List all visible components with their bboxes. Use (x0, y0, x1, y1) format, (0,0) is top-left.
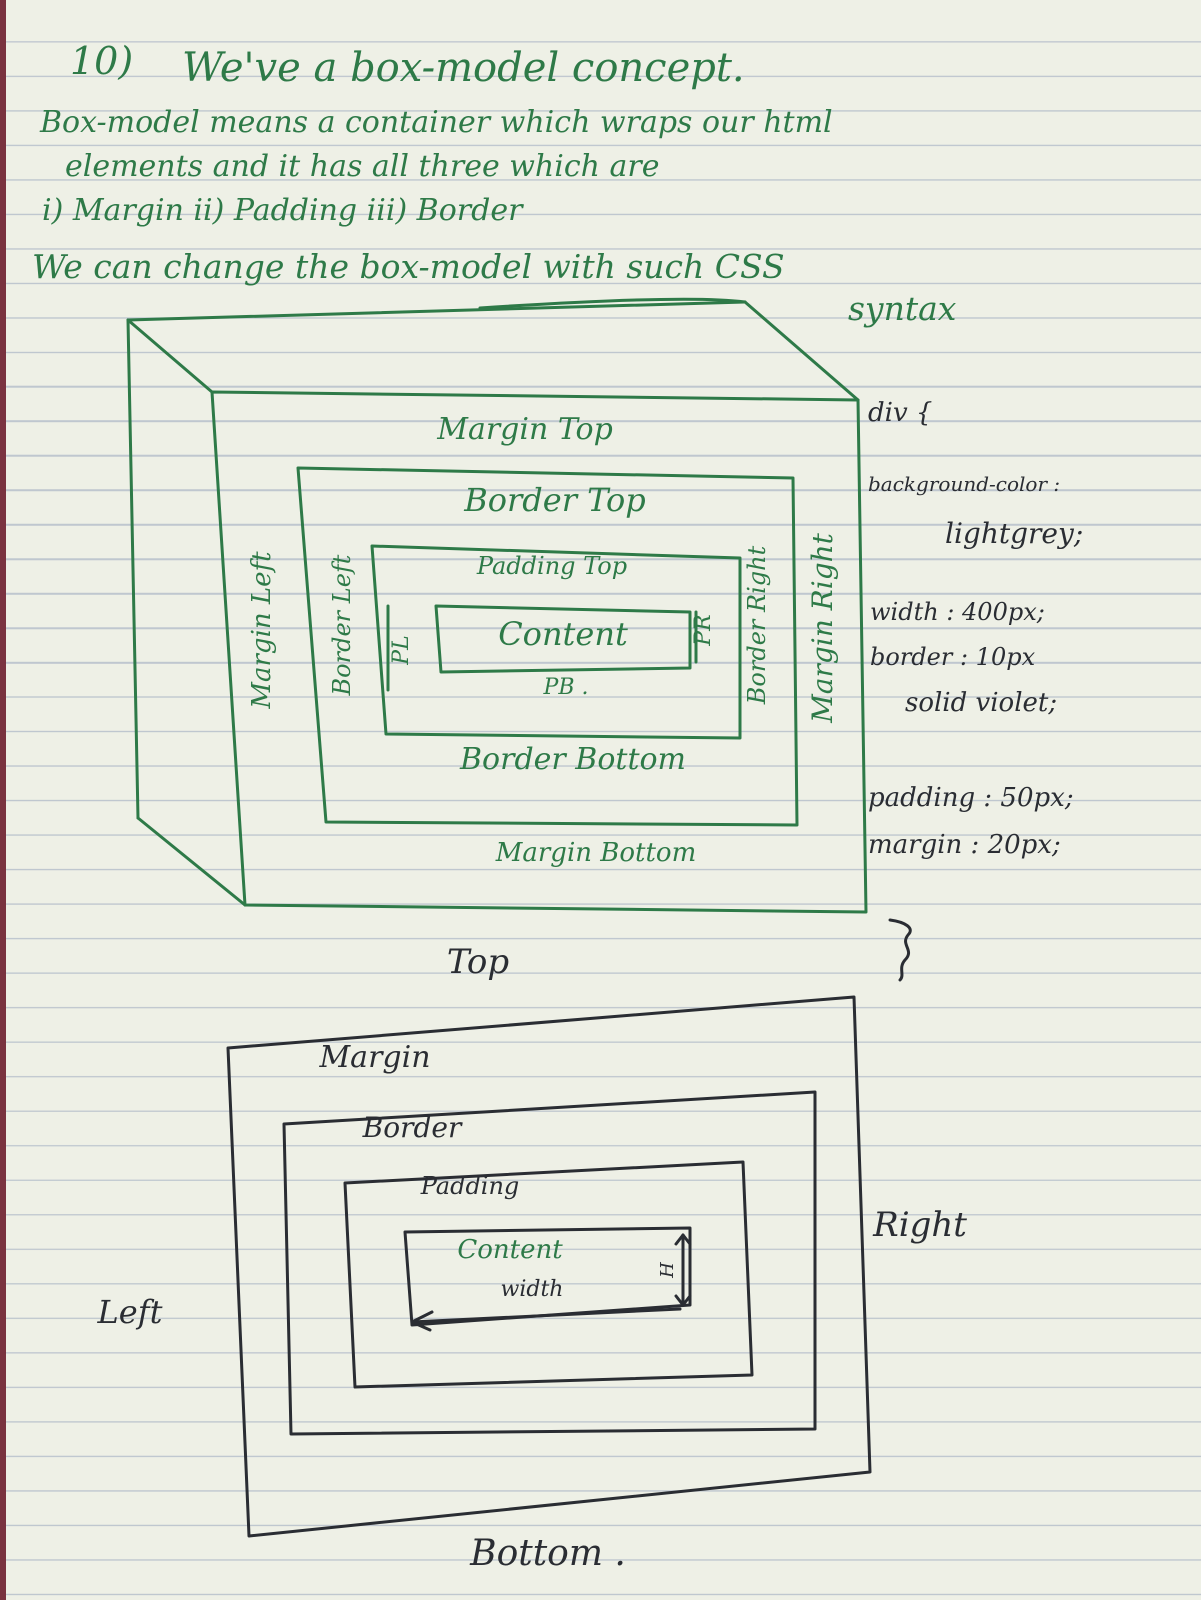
title-underline (478, 297, 747, 310)
css-border-prop: border : 10px (870, 643, 1036, 671)
label-padding-right: PR (691, 614, 716, 646)
label-padding: Padding (420, 1172, 520, 1200)
label-content-2d: Content (457, 1235, 563, 1265)
page-title: We've a box-model concept. (182, 45, 745, 91)
label-bottom: Bottom . (470, 1533, 626, 1574)
border-box (296, 466, 799, 827)
label-border: Border (362, 1111, 462, 1144)
label-border-bottom: Border Bottom (459, 742, 687, 777)
label-right: Right (873, 1205, 967, 1245)
css-border-value: solid violet; (905, 688, 1058, 718)
label-border-right: Border Right (743, 545, 771, 705)
label-margin-left: Margin Left (247, 551, 277, 709)
close-brace (888, 918, 912, 982)
padding-box (370, 544, 742, 740)
border-rect (282, 1090, 817, 1436)
width-arrow-head (410, 1310, 434, 1332)
css-margin: margin : 20px; (868, 830, 1061, 860)
css-selector: div { (868, 398, 933, 428)
definition-line-1: Box-model means a container which wraps … (40, 105, 833, 140)
label-margin-right: Margin Right (806, 533, 839, 723)
css-background-prop: background-color : (868, 472, 1061, 496)
label-padding-left: PL (389, 635, 414, 665)
definition-line-4: We can change the box-model with such CS… (32, 247, 785, 286)
paper-edge (0, 0, 6, 1600)
definition-line-3: i) Margin ii) Padding iii) Border (42, 193, 523, 228)
definition-line-5: syntax (848, 289, 957, 328)
label-left: Left (97, 1293, 163, 1331)
label-width: width (500, 1277, 564, 1302)
width-arrow-line (410, 1307, 682, 1324)
css-padding: padding : 50px; (868, 783, 1074, 813)
content-rect (403, 1226, 692, 1327)
height-arrow-heads (674, 1233, 692, 1307)
label-border-left: Border Left (328, 554, 356, 696)
depth-bottom-left (136, 816, 247, 907)
back-top-edge (126, 300, 747, 322)
depth-top-right (743, 300, 860, 402)
question-number: 10) (70, 39, 134, 83)
depth-top-left (126, 318, 214, 394)
content-box (434, 604, 692, 674)
margin-box (210, 390, 868, 914)
label-top: Top (446, 942, 510, 982)
definition-line-2: elements and it has all three which are (65, 149, 660, 184)
label-content: Content (498, 615, 628, 653)
back-left-edge (126, 318, 140, 820)
label-height: H (657, 1262, 678, 1278)
label-margin-bottom: Margin Bottom (495, 838, 697, 868)
label-border-top: Border Top (464, 481, 646, 519)
css-width: width : 400px; (870, 598, 1045, 626)
label-margin-top: Margin Top (437, 412, 613, 447)
margin-outer-box (226, 995, 872, 1538)
padding-rect (343, 1160, 754, 1389)
label-padding-bottom: PB . (543, 675, 589, 700)
label-margin: Margin (319, 1040, 431, 1075)
css-background-value: lightgrey; (945, 517, 1084, 550)
label-padding-top: Padding Top (476, 552, 628, 580)
